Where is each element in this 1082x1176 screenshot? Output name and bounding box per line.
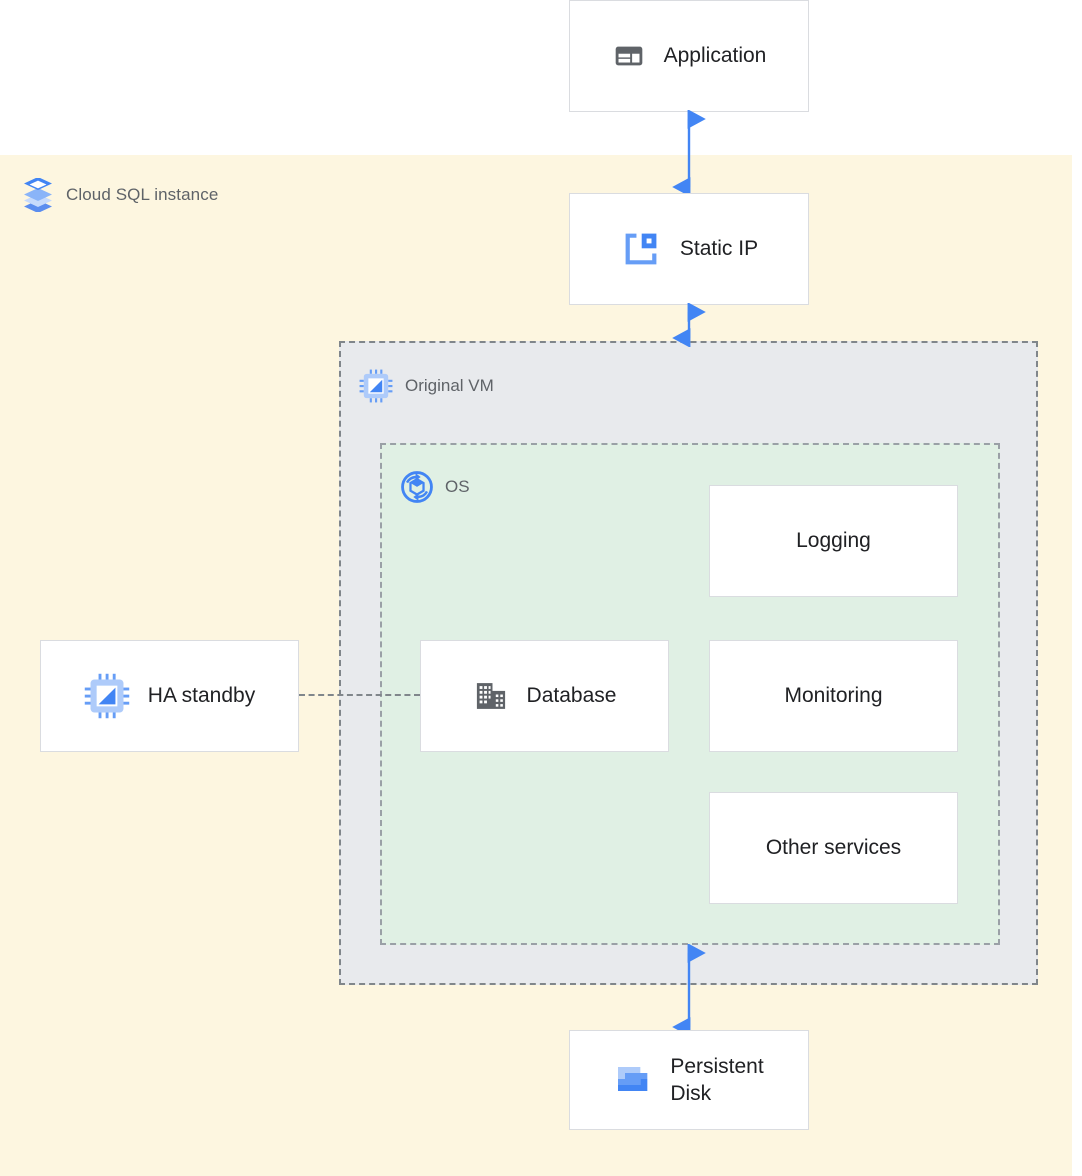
- cpu-chip-icon: [84, 673, 130, 719]
- connector-static-ip-to-vm: [672, 303, 706, 347]
- connector-os-to-persistent-disk: [672, 944, 706, 1036]
- node-persistent-disk[interactable]: Persistent Disk: [569, 1030, 809, 1130]
- node-static-ip-label: Static IP: [679, 237, 759, 261]
- node-logging[interactable]: Logging: [709, 485, 958, 597]
- node-monitoring-label: Monitoring: [784, 684, 883, 708]
- node-logging-label: Logging: [796, 529, 871, 553]
- cloud-sql-instance-label-group: Cloud SQL instance: [22, 178, 218, 212]
- node-other-services-label: Other services: [765, 836, 902, 860]
- node-database[interactable]: Database: [420, 640, 669, 752]
- connector-ha-standby-to-database: [299, 694, 420, 696]
- original-vm-label: Original VM: [405, 376, 494, 395]
- node-application-label: Application: [663, 44, 767, 68]
- node-static-ip[interactable]: Static IP: [569, 193, 809, 305]
- node-persistent-disk-label: Persistent Disk: [670, 1054, 764, 1105]
- os-label: OS: [445, 477, 470, 496]
- cloud-sql-instance-label: Cloud SQL instance: [66, 185, 219, 204]
- node-ha-standby[interactable]: HA standby: [40, 640, 299, 752]
- node-database-label: Database: [526, 684, 617, 708]
- node-monitoring[interactable]: Monitoring: [709, 640, 958, 752]
- node-application[interactable]: Application: [569, 0, 809, 112]
- cpu-chip-icon: [359, 369, 393, 403]
- node-other-services[interactable]: Other services: [709, 792, 958, 904]
- database-building-icon: [473, 678, 509, 714]
- connector-application-to-static-ip: [672, 110, 706, 196]
- persistent-disk-icon: [614, 1060, 654, 1100]
- application-window-icon: [612, 39, 646, 73]
- original-vm-label-group: Original VM: [359, 369, 494, 403]
- node-ha-standby-label: HA standby: [147, 684, 256, 708]
- cloud-sql-layers-icon: [22, 178, 54, 212]
- os-circle-cube-icon: [400, 470, 434, 504]
- static-ip-bracket-icon: [620, 228, 662, 270]
- os-label-group: OS: [400, 470, 470, 504]
